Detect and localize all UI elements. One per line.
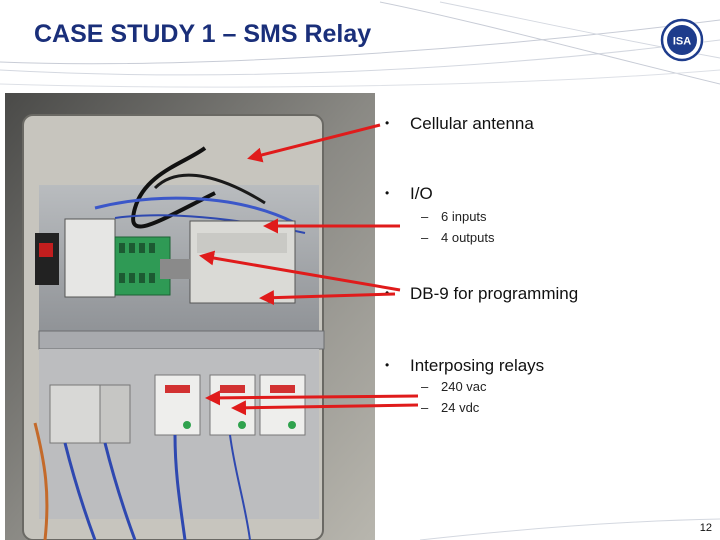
bullet-text: Interposing relays <box>410 356 545 375</box>
bullet-text: I/O <box>410 184 433 203</box>
control-panel-photo <box>5 93 375 540</box>
subitem-text: 6 inputs <box>441 209 487 224</box>
bullet-text: DB-9 for programming <box>410 284 579 303</box>
bullet-marker: • <box>385 186 390 200</box>
dash-marker: – <box>421 209 429 224</box>
bullet-text: Cellular antenna <box>410 114 534 133</box>
slide-title: CASE STUDY 1 – SMS Relay <box>34 20 372 48</box>
subitem-text: 4 outputs <box>441 230 495 245</box>
header-swoosh <box>0 1 720 88</box>
dash-marker: – <box>421 400 429 415</box>
bullet-list: • Cellular antenna • I/O – 6 inputs – 4 … <box>385 0 715 540</box>
dash-marker: – <box>421 379 429 394</box>
subitem-text: 24 vdc <box>441 400 480 415</box>
bullet-marker: • <box>385 116 390 130</box>
bullet-marker: • <box>385 286 390 300</box>
bullet-marker: • <box>385 358 390 372</box>
logo-text: ISA <box>673 36 691 48</box>
isa-logo: ISA <box>660 18 704 62</box>
subitem-text: 240 vac <box>441 379 487 394</box>
page-number: 12 <box>699 522 712 534</box>
dash-marker: – <box>421 230 429 245</box>
footer-swoosh <box>419 518 720 540</box>
